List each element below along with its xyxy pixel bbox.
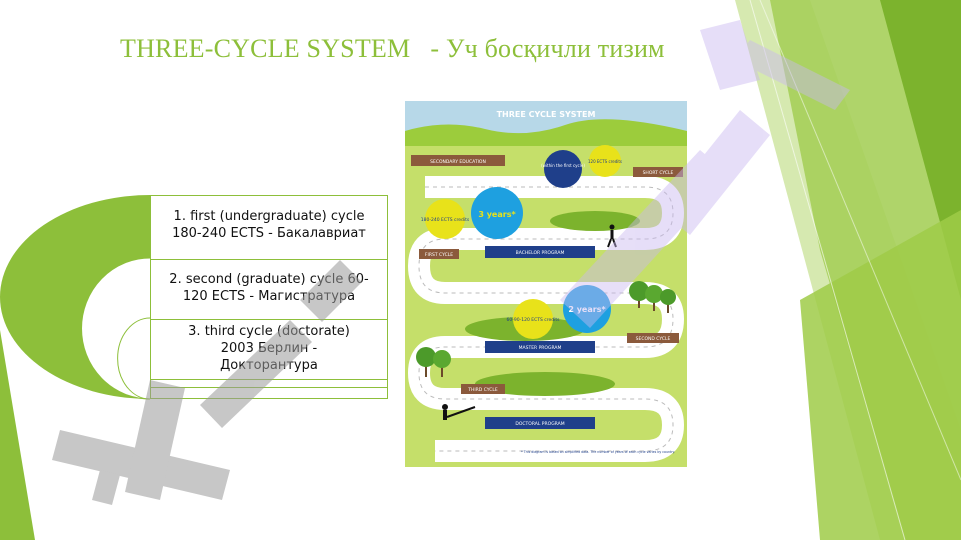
- banner-bachelor-program: [485, 246, 595, 258]
- list-item-third-cycle: 3. third cycle (doctorate) 2003 Берлин -…: [151, 319, 387, 380]
- svg-text:MASTER PROGRAM: MASTER PROGRAM: [519, 345, 562, 351]
- shard-lower: [800, 210, 961, 540]
- svg-text:60-90-120 ECTS credits: 60-90-120 ECTS credits: [507, 317, 561, 323]
- bubble-master-years: [563, 285, 611, 333]
- sign-third-cycle: [461, 384, 505, 394]
- list-item-text: 2. second (graduate) cycle 60-: [169, 272, 369, 287]
- list-item-second-cycle: 2. second (graduate) cycle 60- 120 ECTS …: [151, 259, 387, 320]
- person-walking-icon: [607, 224, 617, 248]
- three-cycle-infographic: THREE CYCLE SYSTEM SECONDARY EDUCATION (…: [405, 101, 687, 467]
- svg-text:180-240 ECTS credits: 180-240 ECTS credits: [421, 217, 470, 223]
- list-item-text: 1. first (undergraduate) cycle: [173, 209, 365, 224]
- person-graduate-icon: [442, 404, 476, 420]
- svg-text:SHORT CYCLE: SHORT CYCLE: [643, 170, 674, 176]
- tree-icon: [416, 347, 451, 377]
- bubble-first-years: [471, 187, 523, 239]
- bubble-short-credits: [589, 145, 621, 177]
- infographic-title: THREE CYCLE SYSTEM: [497, 110, 596, 119]
- svg-text:BACHELOR PROGRAM: BACHELOR PROGRAM: [516, 250, 565, 256]
- sign-short-cycle: [633, 167, 683, 177]
- bubble-master-credits: [513, 299, 553, 339]
- svg-text:2 years*: 2 years*: [568, 305, 606, 314]
- svg-text:DOCTORAL PROGRAM: DOCTORAL PROGRAM: [515, 421, 564, 427]
- tree-icon: [629, 281, 676, 313]
- svg-text:SECOND CYCLE: SECOND CYCLE: [636, 336, 671, 342]
- infographic-footnote: * This diagram is based on simplified da…: [521, 450, 675, 454]
- shard-left: [0, 330, 35, 540]
- cycle-list: 1. first (undergraduate) cycle 180-240 E…: [150, 195, 388, 399]
- svg-text:120 ECTS credits: 120 ECTS credits: [588, 159, 622, 164]
- banner-doctoral-program: [485, 417, 595, 429]
- svg-text:THIRD CYCLE: THIRD CYCLE: [467, 387, 498, 393]
- svg-text:(within the first cycle): (within the first cycle): [541, 163, 585, 168]
- arc-middle: [81, 258, 150, 399]
- slide-title: THREE-CYCLE SYSTEM - Уч босқичли тизим: [120, 34, 665, 63]
- list-item-first-cycle: 1. first (undergraduate) cycle 180-240 E…: [151, 196, 387, 260]
- bubble-first-credits: [425, 199, 465, 239]
- sign-first-cycle: [419, 249, 459, 259]
- sign-secondary-education: [411, 155, 505, 166]
- bubble-within-first: [544, 150, 582, 188]
- sign-second-cycle: [627, 333, 679, 343]
- list-item-text: 2003 Берлин -: [220, 341, 318, 356]
- list-item-text: Докторантура: [220, 358, 318, 373]
- svg-text:FIRST CYCLE: FIRST CYCLE: [425, 252, 453, 258]
- banner-master-program: [485, 341, 595, 353]
- list-item-text: 180-240 ECTS - Бакалавриат: [172, 226, 366, 241]
- list-item-text: 120 ECTS - Магистратура: [182, 289, 356, 304]
- list-item-text: 3. third cycle (doctorate): [188, 324, 350, 339]
- svg-text:3 years*: 3 years*: [478, 210, 516, 219]
- list-item-empty: [151, 379, 387, 388]
- svg-text:SECONDARY EDUCATION: SECONDARY EDUCATION: [430, 159, 486, 165]
